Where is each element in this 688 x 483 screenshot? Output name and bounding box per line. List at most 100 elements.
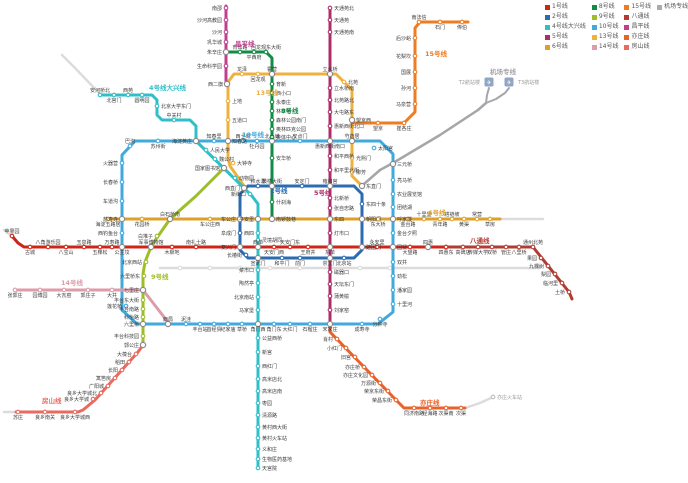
station-刘家窑[interactable] xyxy=(327,307,333,313)
station-苏州街[interactable] xyxy=(155,138,161,144)
station-积水潭[interactable] xyxy=(255,183,261,189)
station-龙泽[interactable] xyxy=(239,71,245,77)
station-南礼士路[interactable] xyxy=(193,244,199,250)
station-灯市口[interactable] xyxy=(327,230,333,236)
station-角门东[interactable] xyxy=(271,321,277,327)
station-团结湖[interactable] xyxy=(390,204,396,210)
station-巴沟[interactable] xyxy=(127,143,133,149)
station-宣武门[interactable] xyxy=(254,254,262,262)
station-上地[interactable] xyxy=(225,98,231,104)
station-王府井[interactable] xyxy=(305,244,311,250)
station-同济南路[interactable] xyxy=(411,405,417,411)
station-安定门[interactable] xyxy=(299,183,305,189)
station-亮马桥[interactable] xyxy=(390,177,396,183)
station-马泉营[interactable] xyxy=(412,101,418,107)
station-园博园[interactable] xyxy=(37,287,43,293)
station-马家堡[interactable] xyxy=(255,307,261,313)
station-回龙观东大街[interactable] xyxy=(263,49,269,55)
station-篱笆房[interactable] xyxy=(112,375,118,381)
station-荣昌东街[interactable] xyxy=(393,397,399,403)
station-南法信[interactable] xyxy=(416,19,422,25)
station-成寿寺[interactable] xyxy=(359,321,365,327)
station-黄村火车站[interactable] xyxy=(255,435,261,441)
station-草房[interactable] xyxy=(487,216,493,222)
station-劲松[interactable] xyxy=(390,273,396,279)
station-西土城[interactable] xyxy=(240,138,246,144)
station-太阳宫[interactable] xyxy=(371,145,377,151)
station-前门[interactable] xyxy=(297,255,303,261)
station-高碑店[interactable] xyxy=(460,244,466,250)
station-俸伯[interactable] xyxy=(459,19,465,25)
station-车道沟[interactable] xyxy=(119,198,125,204)
station-万源街[interactable] xyxy=(377,380,383,386)
station-亦庄桥[interactable] xyxy=(361,364,367,370)
station-动物园[interactable] xyxy=(232,175,238,181)
station-亦庄文化园[interactable] xyxy=(369,372,375,378)
station-东四十条[interactable] xyxy=(359,201,365,207)
station-芍药居[interactable] xyxy=(348,137,356,145)
station-大红门[interactable] xyxy=(287,321,293,327)
station-立水桥南[interactable] xyxy=(327,85,333,91)
station-八角游乐园[interactable] xyxy=(45,244,51,250)
station-复兴门[interactable] xyxy=(236,243,244,251)
station-公主坟[interactable] xyxy=(118,243,126,251)
line-10[interactable] xyxy=(120,139,395,326)
station-什刹海[interactable] xyxy=(269,199,275,205)
station-大井[interactable] xyxy=(109,287,115,293)
station-青年路[interactable] xyxy=(437,216,443,222)
station-西小口[interactable] xyxy=(269,90,275,96)
station-丰台南路[interactable] xyxy=(140,306,146,312)
station-知春里[interactable] xyxy=(211,138,217,144)
station-北宫门[interactable] xyxy=(111,92,117,98)
line-yizhuang[interactable] xyxy=(328,322,467,410)
station-丰台科技园[interactable] xyxy=(140,333,146,339)
station-十里河[interactable] xyxy=(390,301,396,307)
station-望京[interactable] xyxy=(375,120,381,126)
station-奥体中心[interactable] xyxy=(269,134,275,140)
station-天坛东门[interactable] xyxy=(327,281,333,287)
station-长阳[interactable] xyxy=(119,367,125,373)
station-知春路[interactable] xyxy=(224,137,232,145)
station-北苑[interactable] xyxy=(341,79,347,85)
station-牡丹园[interactable] xyxy=(254,138,260,144)
station-惠新西街南口[interactable] xyxy=(326,137,334,145)
station-鼓楼大街[interactable] xyxy=(268,182,276,190)
line-13[interactable] xyxy=(226,72,364,188)
station-朱辛庄[interactable] xyxy=(222,48,230,56)
line-14[interactable] xyxy=(13,288,170,326)
station-丰台东大街[interactable] xyxy=(140,297,146,303)
station-育新[interactable] xyxy=(269,81,275,87)
station-车公庄[interactable] xyxy=(236,215,244,223)
station-西四[interactable] xyxy=(255,230,261,236)
station-新宫[interactable] xyxy=(255,349,261,355)
station-后沙峪[interactable] xyxy=(412,35,418,41)
station-高米店南[interactable] xyxy=(255,388,261,394)
station-西红门[interactable] xyxy=(255,363,261,369)
station-双井[interactable] xyxy=(390,259,396,265)
station-国家图书馆[interactable] xyxy=(220,164,228,172)
station-常营[interactable] xyxy=(474,216,480,222)
station-雍和宫[interactable] xyxy=(326,182,334,190)
station-九棵树[interactable] xyxy=(545,263,551,269)
airport-terminal-box[interactable] xyxy=(484,77,494,87)
station-崇文门[interactable] xyxy=(326,254,334,262)
station-生命科学园[interactable] xyxy=(223,63,229,69)
line-2[interactable] xyxy=(238,184,364,260)
station-林萃桥[interactable] xyxy=(269,108,275,114)
station-花园桥[interactable] xyxy=(139,216,145,222)
station-黄村西大街[interactable] xyxy=(255,424,261,430)
station-西钓鱼台[interactable] xyxy=(119,230,125,236)
station-管庄[interactable] xyxy=(503,244,509,250)
line-batong[interactable] xyxy=(444,245,574,301)
station-三元桥[interactable] xyxy=(389,160,397,168)
station-望京西[interactable] xyxy=(348,116,356,124)
station-奥林匹克公园[interactable] xyxy=(269,126,275,132)
station-大屯路东[interactable] xyxy=(327,109,333,115)
station-立水桥[interactable] xyxy=(326,70,334,78)
station-五道口[interactable] xyxy=(225,117,231,123)
station-军事博物馆[interactable] xyxy=(147,243,155,251)
station-光熙门[interactable] xyxy=(349,155,355,161)
station-朝阳门[interactable] xyxy=(358,215,366,223)
station-永安里[interactable] xyxy=(374,244,380,250)
